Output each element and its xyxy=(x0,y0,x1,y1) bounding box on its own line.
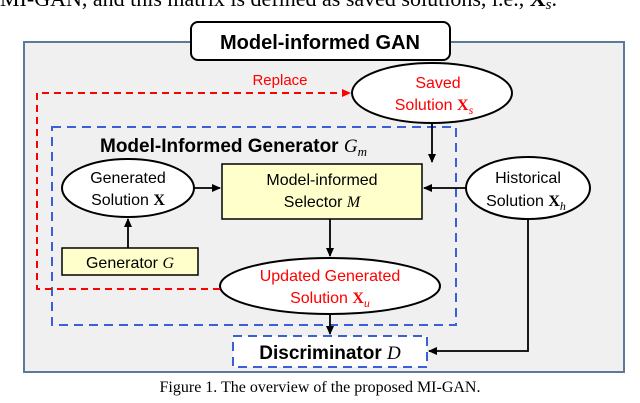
replace-label: Replace xyxy=(252,72,307,89)
generator-group-label: Model-Informed Generator Gm xyxy=(100,136,367,159)
discriminator-label: Discriminator D xyxy=(259,343,401,364)
updated-solution-line1: Updated Generated xyxy=(260,268,401,285)
selector-box xyxy=(221,163,423,220)
saved-solution-line2: Solution Xs xyxy=(395,97,474,117)
arrow-replace-loop xyxy=(36,89,351,290)
selector-line2: Selector M xyxy=(284,194,362,211)
diagram-title: Model-informed GAN xyxy=(220,32,420,54)
generated-solution-line1: Generated xyxy=(90,170,166,187)
generator-label: Generator G xyxy=(86,255,174,272)
selector-line1: Model-informed xyxy=(266,172,377,189)
discriminator-box xyxy=(232,335,428,368)
generator-box xyxy=(61,247,199,276)
title-box xyxy=(190,21,451,61)
updated-solution-line2: Solution Xu xyxy=(290,290,370,310)
generator-group-box xyxy=(51,126,457,326)
context-text-line: MI-GAN, and this matrix is defined as sa… xyxy=(0,0,557,13)
arrow-historical-to-discriminator xyxy=(428,219,529,355)
historical-solution-line2: Solution Xh xyxy=(486,193,566,213)
saved-solution-line1: Saved xyxy=(415,75,460,92)
figure-caption: Figure 1. The overview of the proposed M… xyxy=(159,379,481,396)
historical-solution-line1: Historical xyxy=(495,170,561,187)
generated-solution-line2: Solution X xyxy=(91,192,165,209)
saved-solution-node xyxy=(351,62,513,124)
